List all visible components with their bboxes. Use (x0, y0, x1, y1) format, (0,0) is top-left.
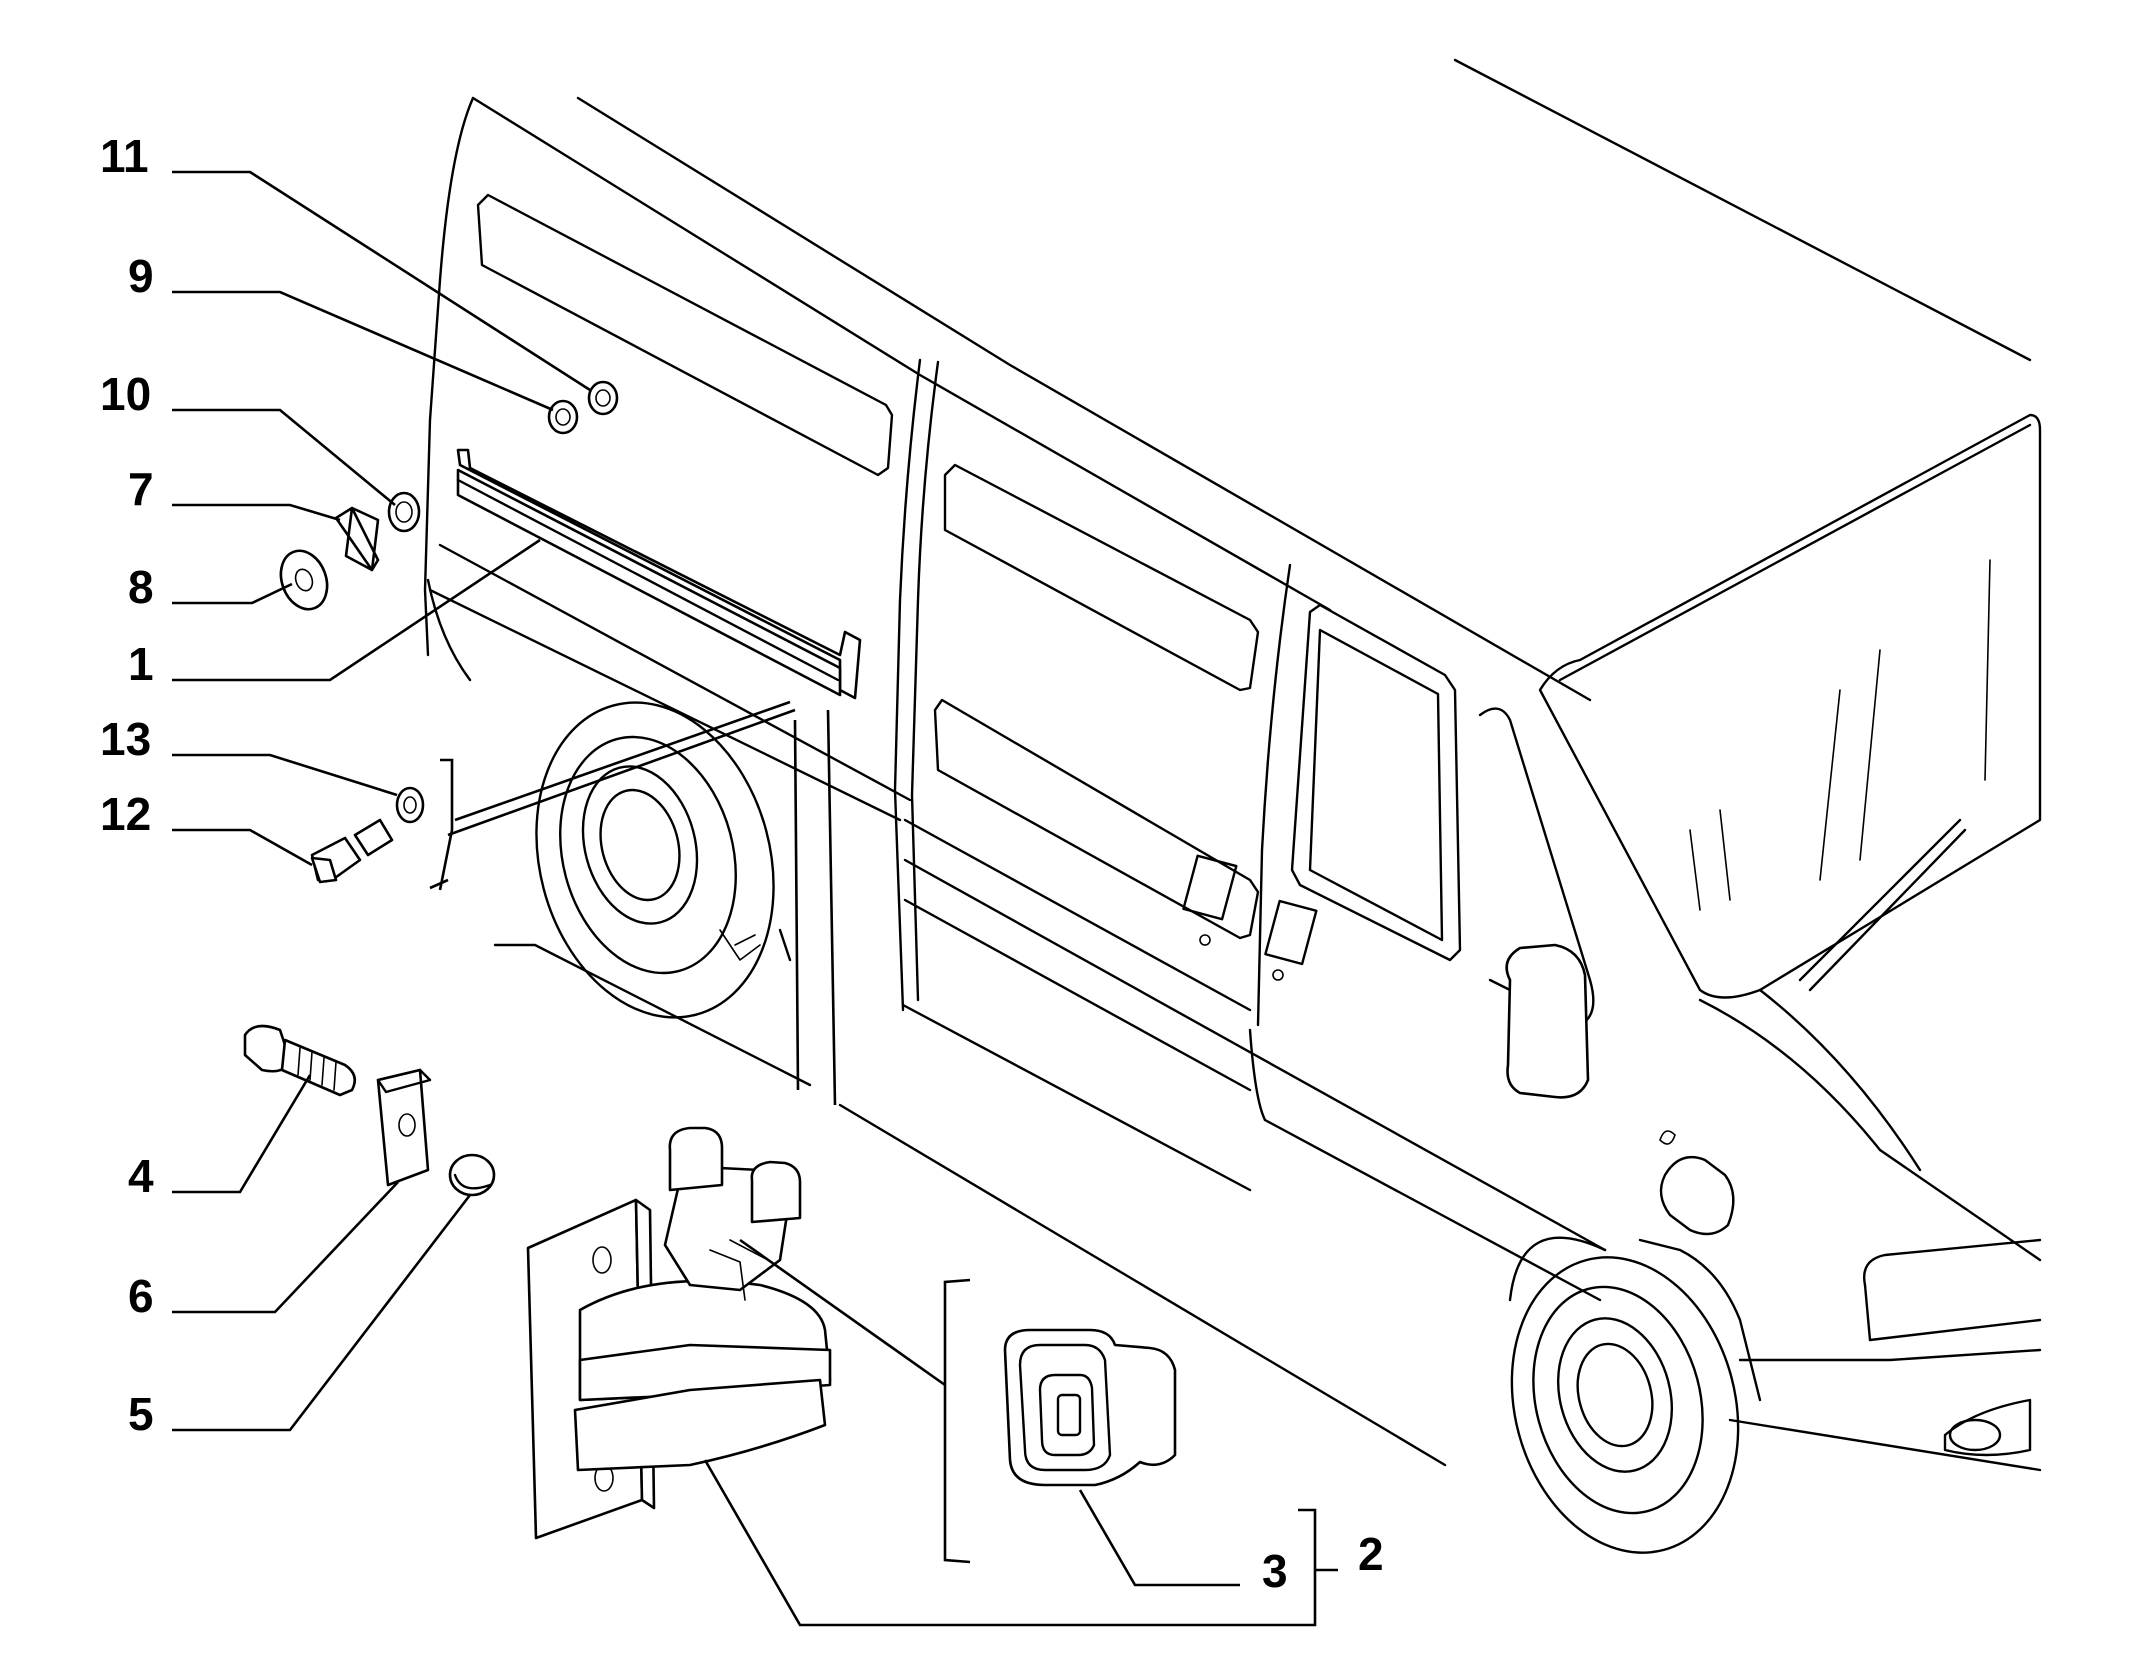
callout-labels: 11 9 10 7 8 1 13 12 4 6 5 3 2 (100, 130, 1384, 1597)
label-7: 7 (128, 463, 154, 515)
part-7-bracket (334, 506, 380, 572)
front-door-window (1290, 603, 1462, 962)
label-9: 9 (128, 250, 154, 302)
rear-upper-window-panel (476, 193, 894, 477)
part-4-bolt (243, 1024, 357, 1097)
label-6: 6 (128, 1270, 154, 1322)
label-1: 1 (128, 638, 154, 690)
label-8: 8 (128, 561, 154, 613)
side-mirror (1505, 943, 1590, 1099)
label-3: 3 (1262, 1545, 1288, 1597)
part-12-bolt (310, 818, 394, 884)
label-4: 4 (128, 1150, 154, 1202)
part-1-guide-rail (456, 448, 862, 700)
door-handle-icon (1182, 854, 1238, 921)
leader-lines (172, 170, 1338, 1627)
windshield (1538, 413, 2042, 999)
part-11-washer (587, 380, 619, 416)
label-5: 5 (128, 1388, 154, 1440)
door-handle-icon (1264, 899, 1318, 966)
van-illustration (423, 58, 2042, 1554)
label-12: 12 (100, 788, 151, 840)
part-9-washer (547, 399, 579, 435)
fuel-flap (1659, 1155, 1735, 1236)
label-11: 11 (100, 130, 149, 182)
front-wheel (1510, 1256, 1740, 1554)
part-10-washer (387, 491, 421, 533)
part-8-washer (279, 549, 329, 611)
label-13: 13 (100, 713, 151, 765)
part-13-washer (395, 786, 425, 824)
part-2-roller-assembly (526, 1126, 832, 1540)
rear-wheel (535, 701, 792, 1019)
label-10: 10 (100, 368, 151, 420)
sliding-door-lower-panel (933, 698, 1260, 940)
label-2: 2 (1358, 1528, 1384, 1580)
sliding-door-upper-panel (943, 463, 1260, 692)
part-3-rubber-stop (1003, 1328, 1177, 1487)
